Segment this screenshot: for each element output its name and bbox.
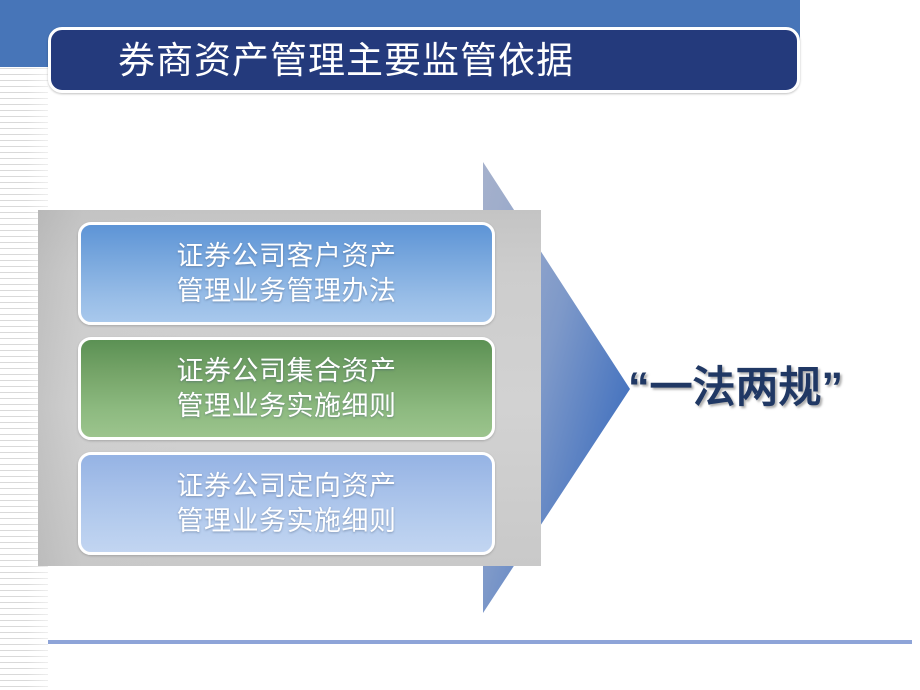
page-title: 券商资产管理主要监管依据 <box>118 39 574 81</box>
callout-container: “一法两规” <box>628 352 888 424</box>
callout-label: “一法两规” <box>628 363 843 412</box>
regulation-card-3-label: 证券公司定向资产 管理业务实施细则 <box>176 470 397 536</box>
slide-title-plaque: 券商资产管理主要监管依据 <box>48 27 800 93</box>
regulation-card-2[interactable]: 证券公司集合资产 管理业务实施细则 <box>78 337 495 440</box>
regulation-card-1[interactable]: 证券公司客户资产 管理业务管理办法 <box>78 222 495 325</box>
footer-divider <box>48 640 912 644</box>
regulation-card-1-label: 证券公司客户资产 管理业务管理办法 <box>176 240 397 306</box>
regulation-card-3[interactable]: 证券公司定向资产 管理业务实施细则 <box>78 452 495 555</box>
regulation-card-2-label: 证券公司集合资产 管理业务实施细则 <box>176 355 397 421</box>
